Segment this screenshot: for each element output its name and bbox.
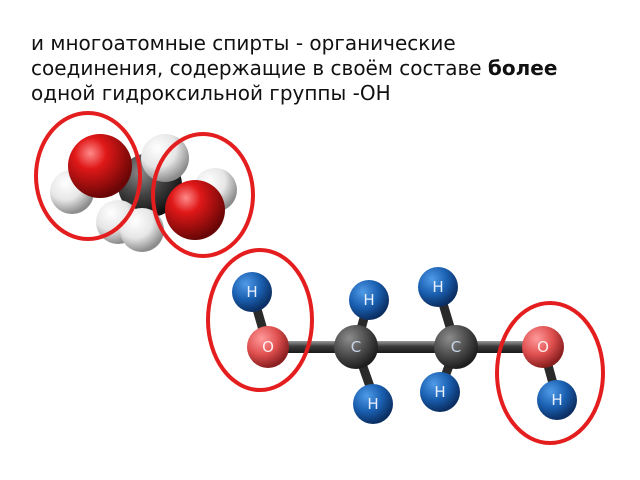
bond-c1-c2 <box>355 341 460 353</box>
carbon-atom-c1 <box>334 325 378 369</box>
atom-label-h5: H <box>434 383 445 401</box>
hydroxyl-highlight-ring <box>34 111 142 241</box>
atom-label-o1: O <box>262 338 274 356</box>
hydroxyl-highlight-ring <box>495 301 605 445</box>
hydrogen-atom-h6 <box>537 380 577 420</box>
caption-line-1: и многоатомные спирты - органические <box>31 31 456 55</box>
atom-label-c1: C <box>351 338 361 356</box>
atom-label-h3: H <box>367 395 378 413</box>
caption-line-2-text: соединения, содержащие в своём составе <box>31 56 488 80</box>
hydrogen-atom-h4 <box>418 267 458 307</box>
carbon-atom-c2 <box>434 325 478 369</box>
hydrogen-atom-h1 <box>232 272 272 312</box>
hydroxyl-highlight-ring <box>206 248 314 392</box>
space-filling-model <box>50 134 237 252</box>
atom-label-h6: H <box>551 391 562 409</box>
hydrogen-atom-h2 <box>349 280 389 320</box>
slide-caption: и многоатомные спирты - органические сое… <box>31 31 631 106</box>
hydrogen-atom-h3 <box>353 384 393 424</box>
structural-atoms: H O C H H C H H O H <box>232 267 577 424</box>
space-fill-oxygen-atom <box>68 134 132 198</box>
caption-line-3: одной гидроксильной группы -ОН <box>31 81 391 105</box>
caption-line-2: соединения, содержащие в своём составе б… <box>31 56 631 81</box>
structural-bonds <box>247 282 562 403</box>
oxygen-atom-o1 <box>247 326 289 368</box>
space-fill-oxygen-atom <box>165 180 225 240</box>
atom-label-h2: H <box>363 291 374 309</box>
atom-label-o2: O <box>537 338 549 356</box>
oxygen-atom-o2 <box>522 326 564 368</box>
atom-label-h1: H <box>246 283 257 301</box>
caption-bold-word: более <box>487 56 558 80</box>
space-fill-hydrogen-atom <box>120 208 164 252</box>
atom-label-c2: C <box>451 338 461 356</box>
highlight-rings <box>34 111 605 445</box>
hydroxyl-highlight-ring <box>151 132 255 258</box>
atom-label-h4: H <box>432 278 443 296</box>
hydrogen-atom-h5 <box>420 372 460 412</box>
